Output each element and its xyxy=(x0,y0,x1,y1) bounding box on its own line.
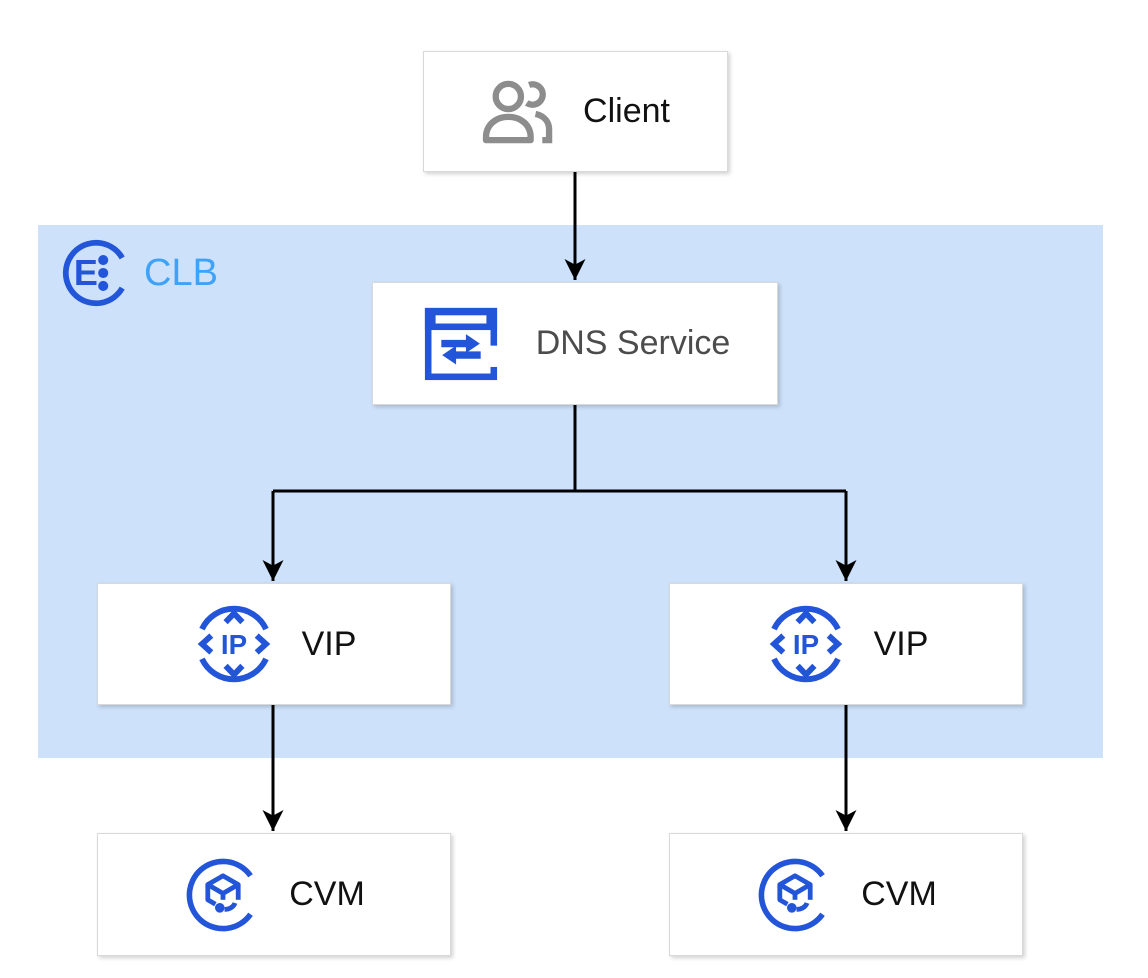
svg-text:E: E xyxy=(74,252,98,293)
node-dns-service: DNS Service xyxy=(372,282,778,405)
node-label-vip-right: VIP xyxy=(873,624,929,663)
svg-text:IP: IP xyxy=(220,629,246,660)
node-label-cvm-right: CVM xyxy=(861,875,937,913)
dns-service-icon xyxy=(424,307,499,380)
node-label-cvm-left: CVM xyxy=(289,875,365,913)
cvm-icon xyxy=(186,858,254,931)
node-label-client: Client xyxy=(583,92,670,130)
vip-ip-icon: IP xyxy=(769,605,842,683)
clb-region-header: E CLB xyxy=(60,237,218,309)
region-label: CLB xyxy=(144,252,218,294)
clb-icon: E xyxy=(62,239,125,307)
svg-text:IP: IP xyxy=(792,629,818,660)
cvm-icon xyxy=(758,858,826,931)
node-label-vip-left: VIP xyxy=(301,624,357,663)
node-cvm-right: CVM xyxy=(669,833,1023,956)
users-icon xyxy=(482,80,553,143)
node-client: Client xyxy=(423,51,728,172)
node-cvm-left: CVM xyxy=(97,833,451,956)
node-vip-left: IP VIP xyxy=(97,583,451,705)
node-label-dns: DNS Service xyxy=(535,324,731,362)
vip-ip-icon: IP xyxy=(197,605,270,683)
node-vip-right: IP VIP xyxy=(669,583,1023,705)
